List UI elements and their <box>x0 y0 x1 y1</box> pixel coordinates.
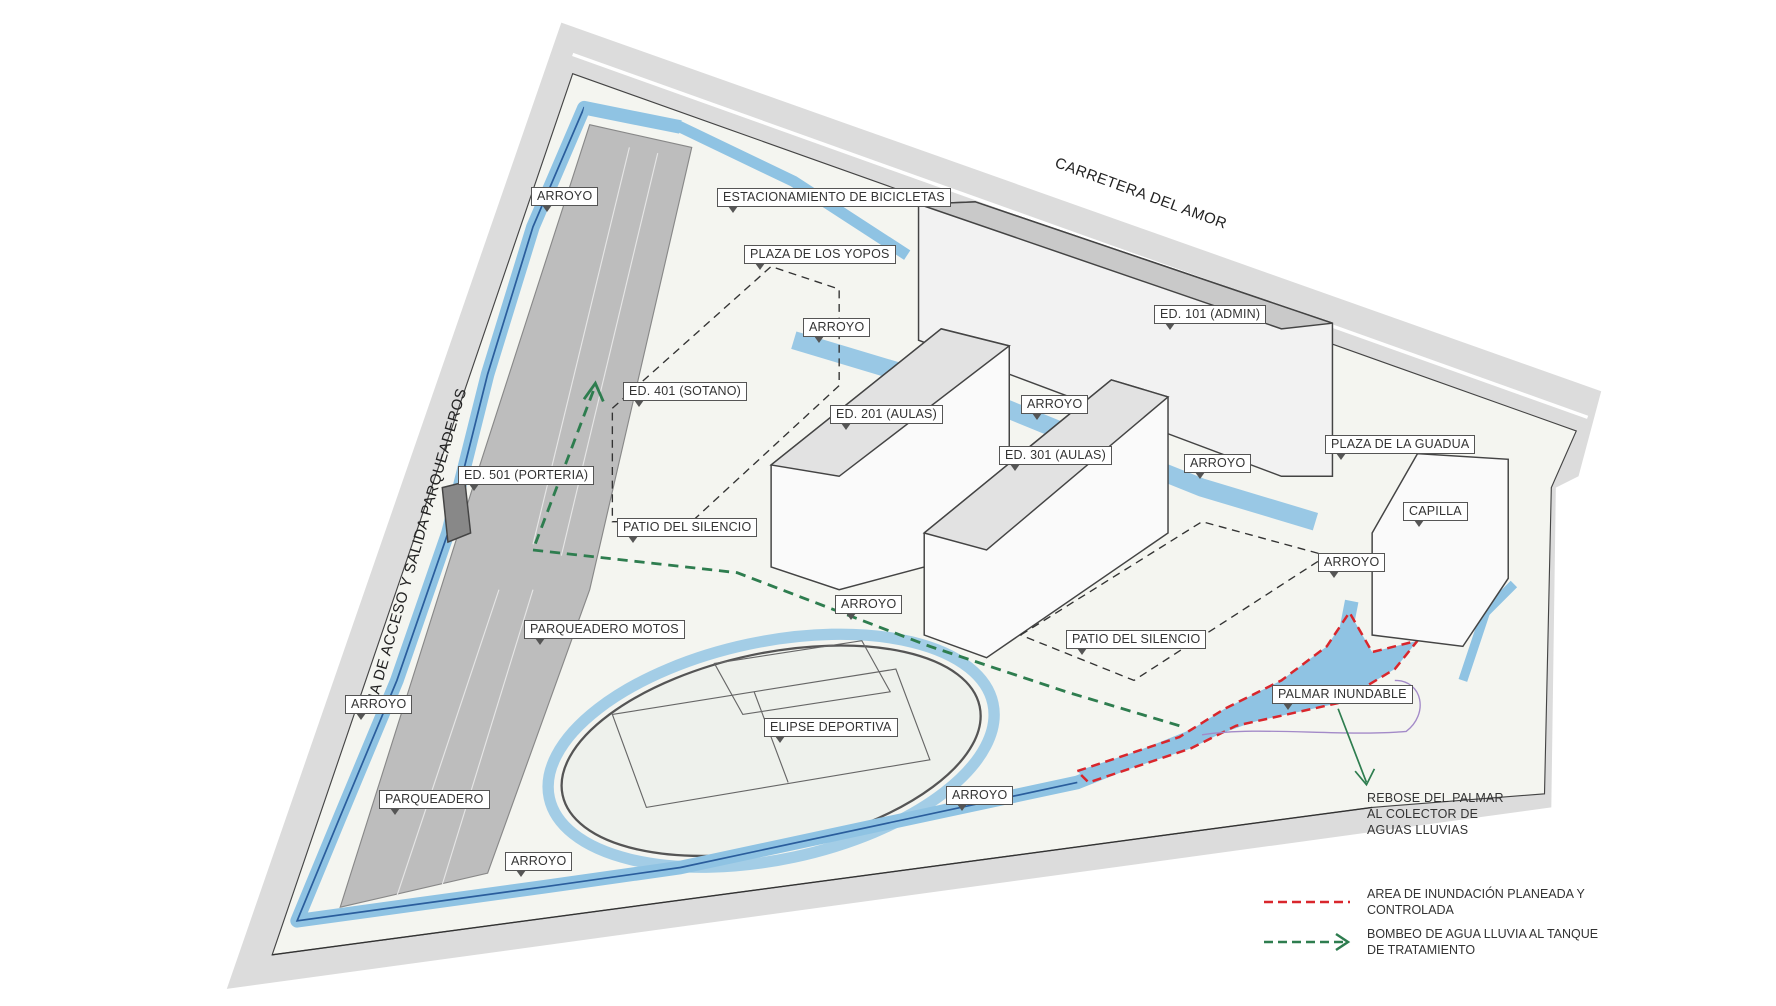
overflow-note-line: AL COLECTOR DE <box>1367 807 1479 821</box>
callout-arroyo-ellipse: ARROYO <box>946 786 1014 811</box>
callout-arroyo-west: ARROYO <box>345 695 413 720</box>
legend-label: AREA DE INUNDACIÓN PLANEADA Y CONTROLADA <box>1367 887 1585 917</box>
legend-label: BOMBEO DE AGUA LLUVIA AL TANQUE DE TRATA… <box>1367 927 1599 957</box>
callout-ed101: ED. 101 (ADMIN) <box>1154 305 1267 330</box>
legend-item-flood-area: AREA DE INUNDACIÓN PLANEADA Y CONTROLADA <box>1349 886 1607 918</box>
callout-arroyo-sw: ARROYO <box>505 852 573 877</box>
callout-patio-silencio-2: PATIO DEL SILENCIO <box>1066 630 1207 655</box>
callout-palmar: PALMAR INUNDABLE <box>1272 685 1413 710</box>
overflow-note-line: REBOSE DEL PALMAR <box>1367 791 1504 805</box>
callout-arroyo-nw: ARROYO <box>531 187 599 212</box>
callout-ed201: ED. 201 (AULAS) <box>830 405 943 430</box>
callout-arroyo-center: ARROYO <box>1021 395 1089 420</box>
legend-item-pumping: BOMBEO DE AGUA LLUVIA AL TANQUE DE TRATA… <box>1349 926 1607 958</box>
callout-arroyo-capilla: ARROYO <box>1318 553 1386 578</box>
callout-patio-silencio-1: PATIO DEL SILENCIO <box>617 518 758 543</box>
callout-bike-parking: ESTACIONAMIENTO DE BICICLETAS <box>717 188 951 213</box>
pumping-path <box>531 385 1180 728</box>
callout-ed501: ED. 501 (PORTERIA) <box>458 466 595 491</box>
callout-arroyo-south: ARROYO <box>835 595 903 620</box>
callout-arroyo-yopos: ARROYO <box>803 318 871 343</box>
callout-parking: PARQUEADERO <box>379 790 490 815</box>
callout-plaza-yopos: PLAZA DE LOS YOPOS <box>744 245 896 270</box>
callout-parking-motos: PARQUEADERO MOTOS <box>524 620 685 645</box>
overflow-note: REBOSE DEL PALMAR AL COLECTOR DE AGUAS L… <box>1367 790 1504 838</box>
callout-capilla: CAPILLA <box>1403 502 1468 527</box>
callout-ed301: ED. 301 (AULAS) <box>999 446 1112 471</box>
callout-arroyo-east: ARROYO <box>1184 454 1252 479</box>
stream-north <box>582 102 911 260</box>
callout-plaza-guadua: PLAZA DE LA GUADUA <box>1325 435 1476 460</box>
callout-ed401: ED. 401 (SOTANO) <box>623 382 748 407</box>
overflow-note-line: AGUAS LLUVIAS <box>1367 823 1469 837</box>
callout-elipse: ELIPSE DEPORTIVA <box>764 718 898 743</box>
palmar-flood-area <box>1074 609 1421 784</box>
